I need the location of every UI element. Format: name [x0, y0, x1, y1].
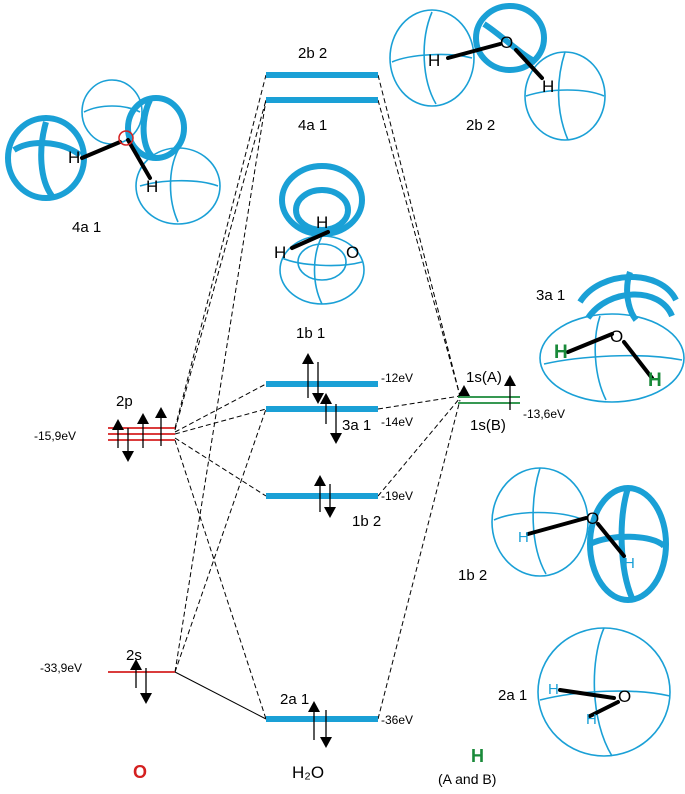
energy-1b2: -19eV — [381, 489, 413, 503]
electron-pair-1b1 — [302, 353, 324, 404]
label-4a1: 4a 1 — [298, 117, 327, 134]
electron-pair-1b2 — [314, 475, 336, 518]
p1b2-label: 1b 2 — [458, 567, 487, 584]
p3a1-label: 3a 1 — [536, 287, 565, 304]
p1b1-h1: H — [316, 213, 328, 232]
energy-2a1: -36eV — [381, 713, 413, 727]
o-2p-electrons — [112, 407, 167, 462]
o-2s-electrons — [130, 659, 152, 704]
level-4a1 — [266, 97, 378, 103]
orbital-picture-2b2: H O H 2b 2 — [389, 3, 606, 141]
h-1s-electrons — [458, 375, 516, 410]
h-atom-label: H — [471, 746, 484, 766]
energy-o-2s: -33,9eV — [40, 661, 82, 675]
level-2b2 — [266, 72, 378, 78]
label-2a1: 2a 1 — [280, 691, 309, 708]
p4a1-h1: H — [68, 148, 80, 167]
p3a1-h2: H — [648, 370, 662, 391]
energy-o-2p: -15,9eV — [34, 429, 76, 443]
p2a1-h2: H — [586, 711, 597, 728]
correlation-lines — [174, 74, 461, 720]
label-1b1: 1b 1 — [296, 325, 325, 342]
h-atom-sublabel: (A and B) — [438, 771, 496, 787]
mo-levels — [266, 72, 378, 722]
p2a1-o: O — [618, 687, 631, 706]
label-2b2: 2b 2 — [298, 45, 327, 62]
orbital-picture-2a1: H O H 2a 1 — [498, 627, 671, 757]
label-h-1sA: 1s(A) — [466, 369, 502, 386]
p2b2-h1: H — [428, 51, 440, 70]
label-o-2s: 2s — [126, 647, 142, 664]
energy-1b1: -12eV — [381, 371, 413, 385]
p1b2-h1: H — [518, 529, 529, 546]
o-levels — [108, 427, 175, 673]
p2b2-h2: H — [542, 77, 554, 96]
level-2a1 — [266, 716, 378, 722]
p2b2-o: O — [500, 33, 513, 52]
energy-h-1s: -13,6eV — [523, 407, 565, 421]
orbital-picture-1b2: H O H 1b 2 — [458, 467, 669, 603]
molecule-label: H₂O — [292, 763, 324, 782]
p2a1-label: 2a 1 — [498, 687, 527, 704]
electron-pair-2a1 — [308, 701, 332, 748]
label-o-2p: 2p — [116, 393, 133, 410]
electron-pair-3a1 — [320, 393, 342, 444]
p1b1-h2: H — [274, 243, 286, 262]
p3a1-h1: H — [554, 342, 568, 363]
p1b2-o: O — [586, 509, 599, 528]
p1b2-h2: H — [624, 555, 635, 572]
p1b1-o: O — [346, 243, 359, 262]
p3a1-o: O — [610, 327, 623, 346]
orbital-picture-1b1: H H O — [274, 163, 365, 305]
energy-3a1: -14eV — [381, 415, 413, 429]
p4a1-h2: H — [146, 177, 158, 196]
level-1b1 — [266, 381, 378, 387]
label-h-1sB: 1s(B) — [470, 417, 506, 434]
p2b2-label: 2b 2 — [466, 117, 495, 134]
level-3a1 — [266, 406, 378, 412]
label-3a1: 3a 1 — [342, 417, 371, 434]
o-atom-label: O — [133, 762, 147, 782]
label-1b2: 1b 2 — [352, 513, 381, 530]
h-levels — [458, 396, 520, 404]
p2a1-h1: H — [548, 681, 559, 698]
p4a1-label: 4a 1 — [72, 219, 101, 236]
electron-pairs — [302, 353, 342, 748]
level-1b2 — [266, 493, 378, 499]
orbital-picture-3a1: H O H 3a 1 — [536, 271, 685, 403]
orbital-picture-4a1: H H 4a 1 — [5, 79, 221, 236]
